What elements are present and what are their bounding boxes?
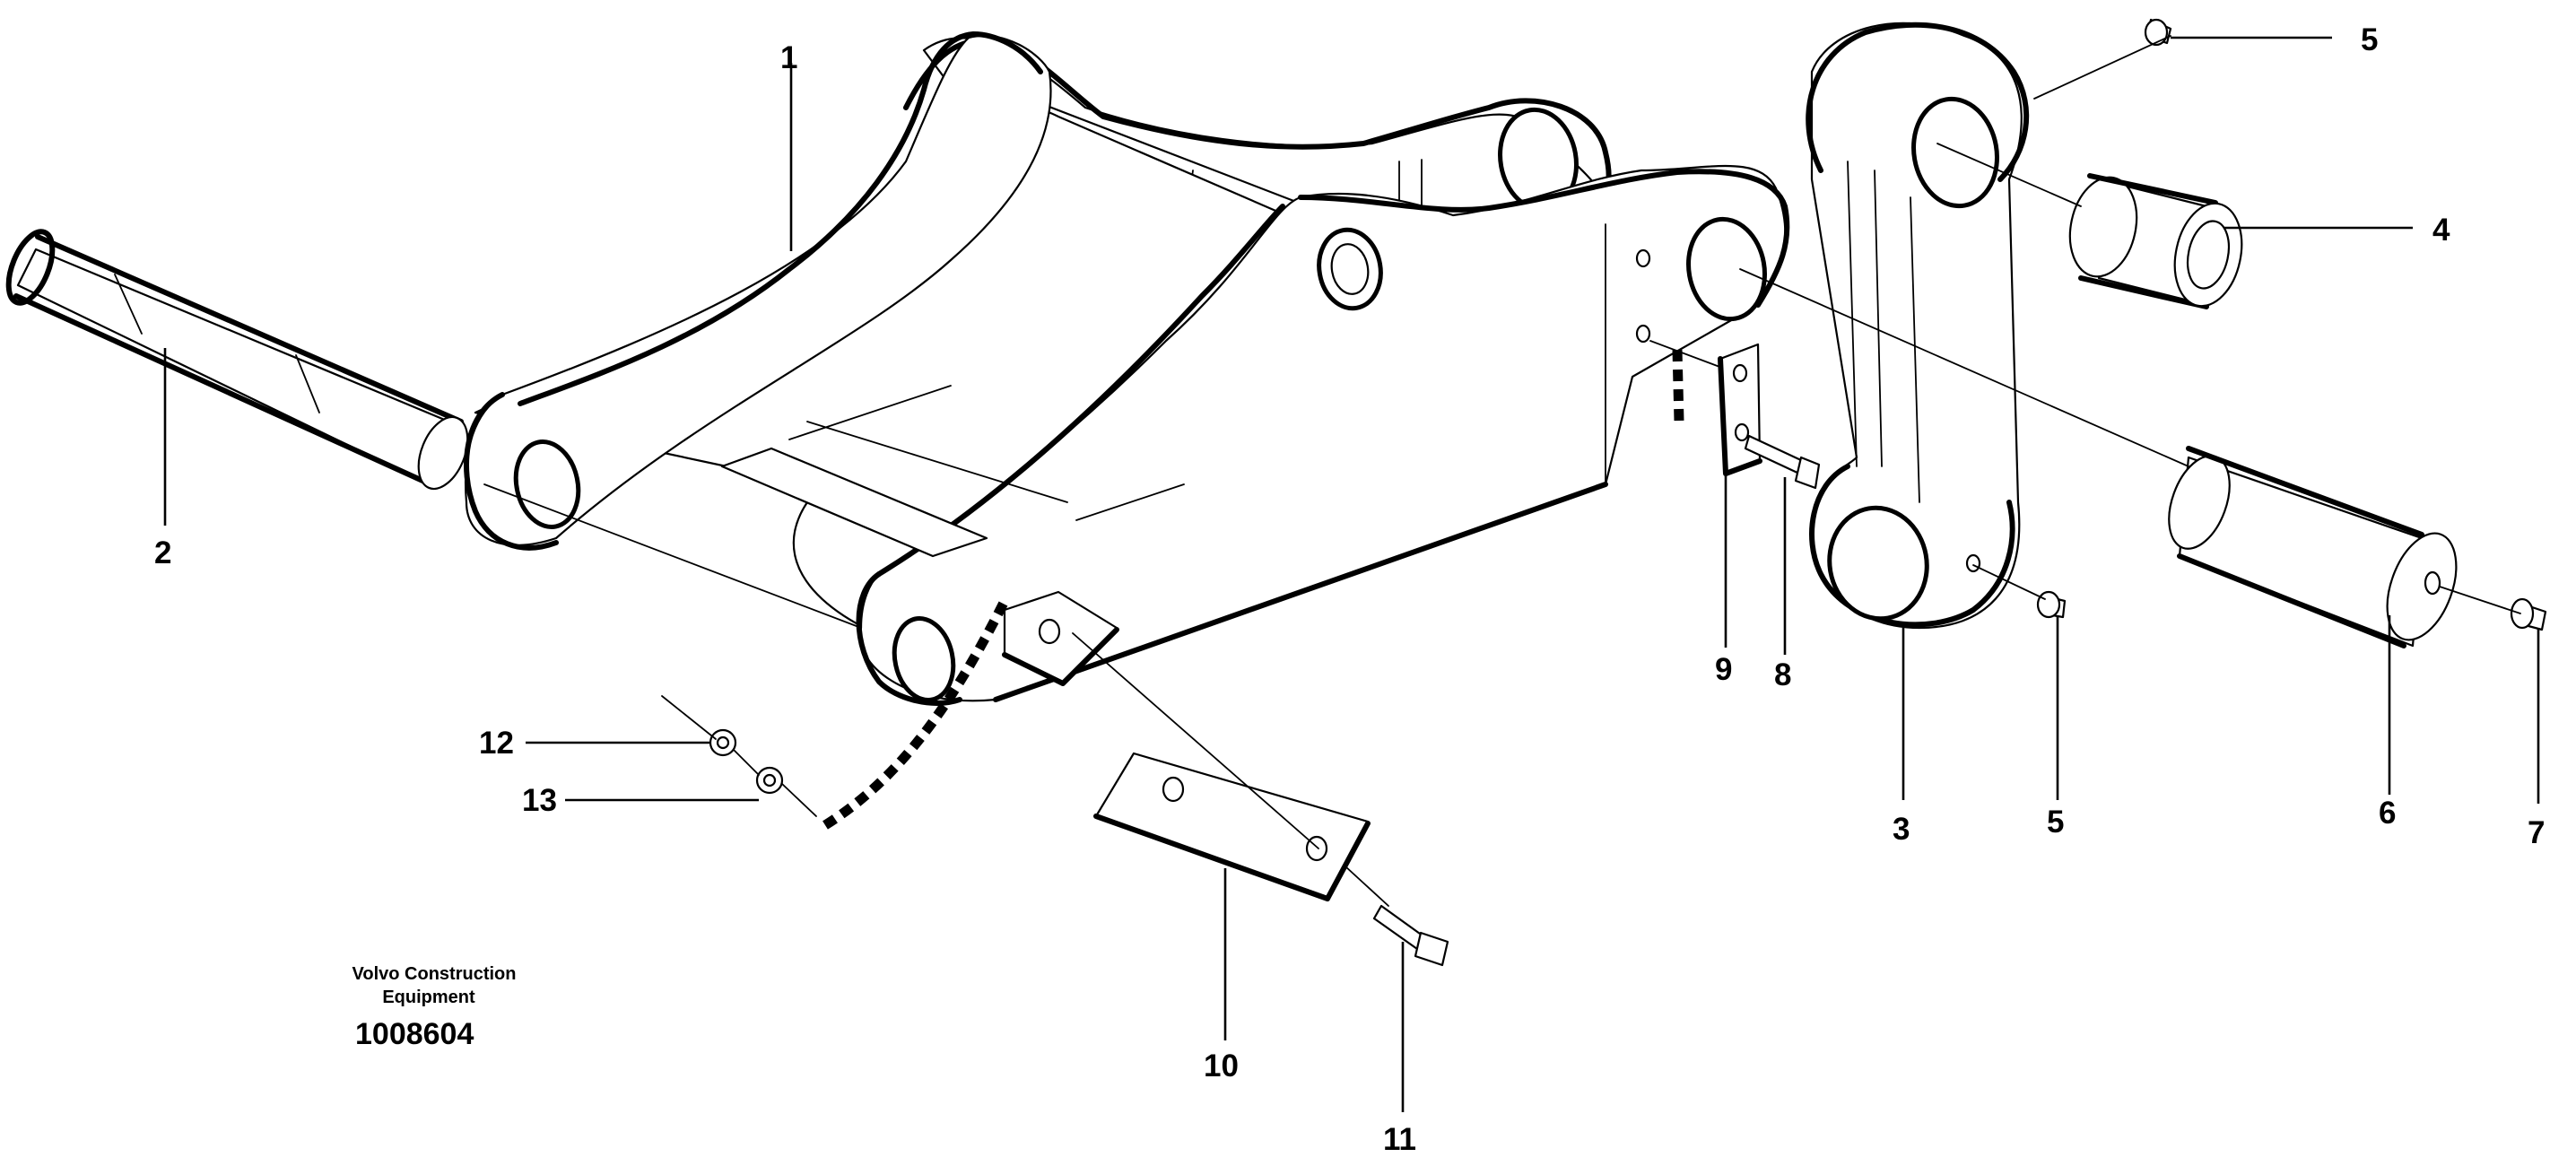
bolt-large xyxy=(1372,904,1449,967)
callout-5-top: 5 xyxy=(2361,22,2378,57)
dashed-link-upper xyxy=(1672,349,1684,422)
bushing xyxy=(2068,173,2243,309)
washer xyxy=(755,766,784,795)
callout-5-bottom: 5 xyxy=(2047,805,2064,840)
callout-3: 3 xyxy=(1893,812,1910,847)
lock-plate-upper xyxy=(1002,590,1119,686)
callout-8: 8 xyxy=(1774,657,1791,692)
grease-nipple-top xyxy=(2144,18,2172,47)
pin-right xyxy=(2168,446,2458,648)
reference-number: 1008604 xyxy=(355,1017,474,1051)
pin-left xyxy=(5,229,469,491)
callout-12: 12 xyxy=(479,726,514,761)
callout-7: 7 xyxy=(2528,815,2545,850)
callout-10: 10 xyxy=(1204,1049,1239,1083)
callout-2: 2 xyxy=(154,535,171,570)
link-arm xyxy=(1806,22,2030,630)
bolt-small xyxy=(1744,434,1821,490)
brand-line-2: Equipment xyxy=(382,988,475,1007)
callout-13: 13 xyxy=(522,783,557,818)
leader-lines xyxy=(163,36,2540,1112)
brand-line-1: Volvo Construction xyxy=(352,964,517,984)
main-bracket-frame xyxy=(464,31,1790,706)
dashed-link-lower xyxy=(822,598,1009,830)
grease-nipple-pin xyxy=(2510,597,2547,631)
callout-9: 9 xyxy=(1715,652,1732,687)
brand-block: Volvo Construction Equipment 1008604 xyxy=(352,964,517,1051)
callout-6: 6 xyxy=(2379,796,2396,831)
nut xyxy=(709,728,737,757)
lock-plate-lower xyxy=(1093,752,1371,901)
assembly-lines xyxy=(483,35,2521,907)
lock-plate-small xyxy=(1718,343,1762,476)
callout-11: 11 xyxy=(1383,1122,1416,1157)
grease-nipple-link xyxy=(2036,590,2067,619)
callout-1: 1 xyxy=(780,40,797,75)
callout-4: 4 xyxy=(2432,213,2450,248)
callout-labels: 1 2 3 4 5 5 6 7 8 9 10 11 12 13 xyxy=(154,22,2545,1157)
